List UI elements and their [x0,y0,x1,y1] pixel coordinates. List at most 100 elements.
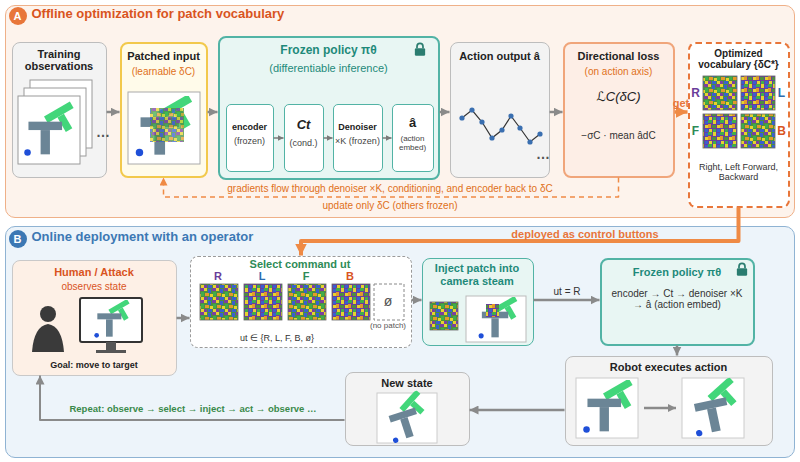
node-text: F [690,125,702,139]
flow-arrow [107,111,120,114]
flow-arrow [470,409,565,412]
node-text: R [690,87,702,101]
node-text: Optimized vocabulary {δC*} [688,48,790,71]
action-point [499,127,504,132]
state-frame [377,393,437,443]
flow-arrow [534,299,600,302]
node-text: (action embed) [392,134,434,152]
node-text: B [331,270,369,283]
vocab-patch [741,114,775,148]
node-text: L [243,270,281,283]
scene-image [686,374,751,437]
moved-scene [686,374,751,437]
scene-image [94,299,135,338]
node-text: L [776,87,788,101]
operator-box: Human / Attack observes stateGoal: move t… [12,260,177,376]
vocab-patch [703,76,737,110]
node-text: Training observations [12,48,107,73]
monitor-base [96,350,126,353]
action-point [508,113,513,118]
camera-frame [466,296,526,342]
action-points [459,107,542,144]
node-text: Ct [284,118,324,133]
observation-frame [18,96,80,164]
before-frame [576,378,638,438]
action-point [527,139,532,144]
panel: A Offline optimization for patch vocabula… [5,5,795,218]
node-text: New state [345,377,470,390]
monitor [80,298,142,342]
node-text: Denoiser [333,122,383,132]
node-text: (learnable δC) [120,66,208,78]
node-text: observes state [12,281,177,293]
action-point [537,131,542,136]
panel-badge: A [9,7,27,25]
data-box: Training observations [12,42,107,178]
scene-image [479,296,524,339]
flow-arrow [40,376,345,421]
node-text: encoder [226,122,274,132]
new-scene [380,387,439,444]
flow-arrow [383,137,392,139]
vocab-patch [741,76,775,110]
command-patch [288,284,326,320]
scene-image [24,102,82,156]
node-text: Offline optimization for patch vocabular… [32,7,452,22]
patch-thumbnail [430,302,458,330]
node-text: encoder → Ct → denoiser ×K → â (action e… [606,288,749,311]
node-text: Online deployment with an operator [32,230,452,245]
node-text: Human / Attack [12,266,177,279]
node-text: Directional loss [563,50,675,63]
flow-arrow [440,111,450,114]
vocabulary-box: Optimized vocabulary {δC*}RLFBRight, Lef… [688,42,790,208]
node-text: F [287,270,325,283]
flow-arrow [274,137,284,139]
empty-command-box [374,284,404,320]
node-text: (differentiable inference) [218,62,440,75]
flow-arrow [177,317,190,320]
action-point [479,119,484,124]
node-text: Patched input [120,50,208,63]
adversarial-patch [150,108,184,142]
module-box: Denoiser ×K (frozen) [333,104,383,172]
node-text: Frozen policy πθ [218,44,440,58]
output-box: Action output â [450,42,550,178]
node-text: Goal: move to target [12,360,177,370]
action-point [459,115,464,120]
scene-image [380,387,439,444]
patched-frame [128,92,200,164]
node-text: Select command ut [189,258,411,271]
node-text: ×K (frozen) [333,136,383,146]
state-box: New state [345,372,470,446]
after-frame [682,378,744,438]
module-box: â(action embed) [392,104,434,172]
node-text: Right, Left Forward, Backward [688,162,790,183]
flow-arrow [675,110,688,114]
scene-image [136,94,202,156]
lock-icon [737,263,747,275]
node-text: Inject patch into camera steam [421,262,533,287]
command-patch [332,284,370,320]
module-box: encoder (frozen) [226,104,274,172]
node-text: ℒC(δC) [563,90,675,105]
flow-arrow [676,346,679,356]
flow-arrow [550,111,563,114]
node-text: (on action axis) [563,66,675,78]
gradient-feedback-arrow [164,178,619,198]
operator-head [40,306,56,322]
policy-box: Frozen policy πθ encoder → Ct → denoiser … [600,258,755,346]
lock-icon [415,43,425,55]
transition-arrow [644,407,676,410]
observation-frame [30,80,92,148]
node-text: (frozen) [226,136,274,146]
action-point [469,107,474,112]
observation-frame [24,88,86,156]
action-point [517,125,522,130]
flow-arrow [301,208,739,256]
node-text: Frozen policy πθ [600,266,755,279]
node-text: −σC · mean âdC [563,130,675,142]
scene-image [583,379,641,433]
flow-arrow [324,137,333,139]
node-text: (cond.) [284,138,324,148]
